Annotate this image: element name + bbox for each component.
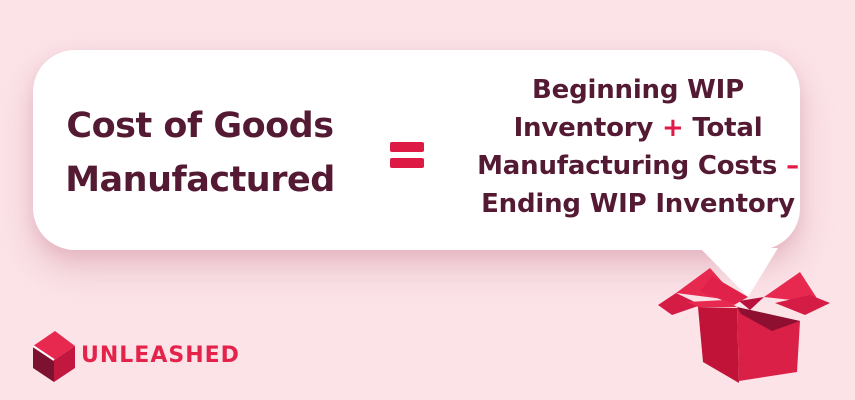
unleashed-logo: UNLEASHED — [30, 327, 240, 383]
unleashed-cube-icon — [32, 331, 75, 382]
box-inner-back-flap — [739, 297, 764, 310]
minus-operator: – — [786, 151, 799, 181]
formula-line: Manufacturing Costs – — [462, 147, 814, 185]
formula-line: Beginning WIP — [462, 71, 814, 109]
card-title: Cost of Goods Manufactured — [38, 99, 362, 207]
box-right-flap — [775, 295, 830, 315]
speech-bubble-tail — [700, 248, 778, 297]
formula-segment: Beginning WIP — [532, 75, 744, 105]
plus-operator: + — [661, 113, 684, 143]
box-front-flap — [700, 276, 748, 305]
formula-segment: Manufacturing Costs — [477, 151, 787, 181]
equals-bar-top — [390, 142, 424, 152]
formula-line: Inventory + Total — [462, 109, 814, 147]
box-rim — [687, 300, 737, 307]
cube-white-seam — [32, 345, 55, 361]
formula-segment: Inventory — [513, 113, 662, 143]
box-left-flap — [658, 293, 701, 315]
formula-segment: Total — [683, 113, 763, 143]
formula-line: Ending WIP Inventory — [462, 185, 814, 223]
card-title-line-2: Manufactured — [65, 160, 335, 200]
cube-left-face — [33, 346, 54, 382]
formula-text: Beginning WIP Inventory + Total Manufact… — [462, 71, 814, 223]
box-left-face — [698, 307, 739, 383]
cube-right-face — [54, 346, 75, 382]
formula-segment: Ending WIP Inventory — [481, 189, 795, 219]
box-back-right-flap — [764, 272, 820, 303]
unleashed-wordmark: UNLEASHED — [81, 342, 240, 368]
card-title-line-1: Cost of Goods — [66, 106, 334, 146]
box-inner-shadow — [737, 307, 800, 331]
open-box-icon — [658, 248, 830, 383]
equals-bar-bottom — [390, 158, 424, 168]
equals-icon — [390, 142, 424, 168]
